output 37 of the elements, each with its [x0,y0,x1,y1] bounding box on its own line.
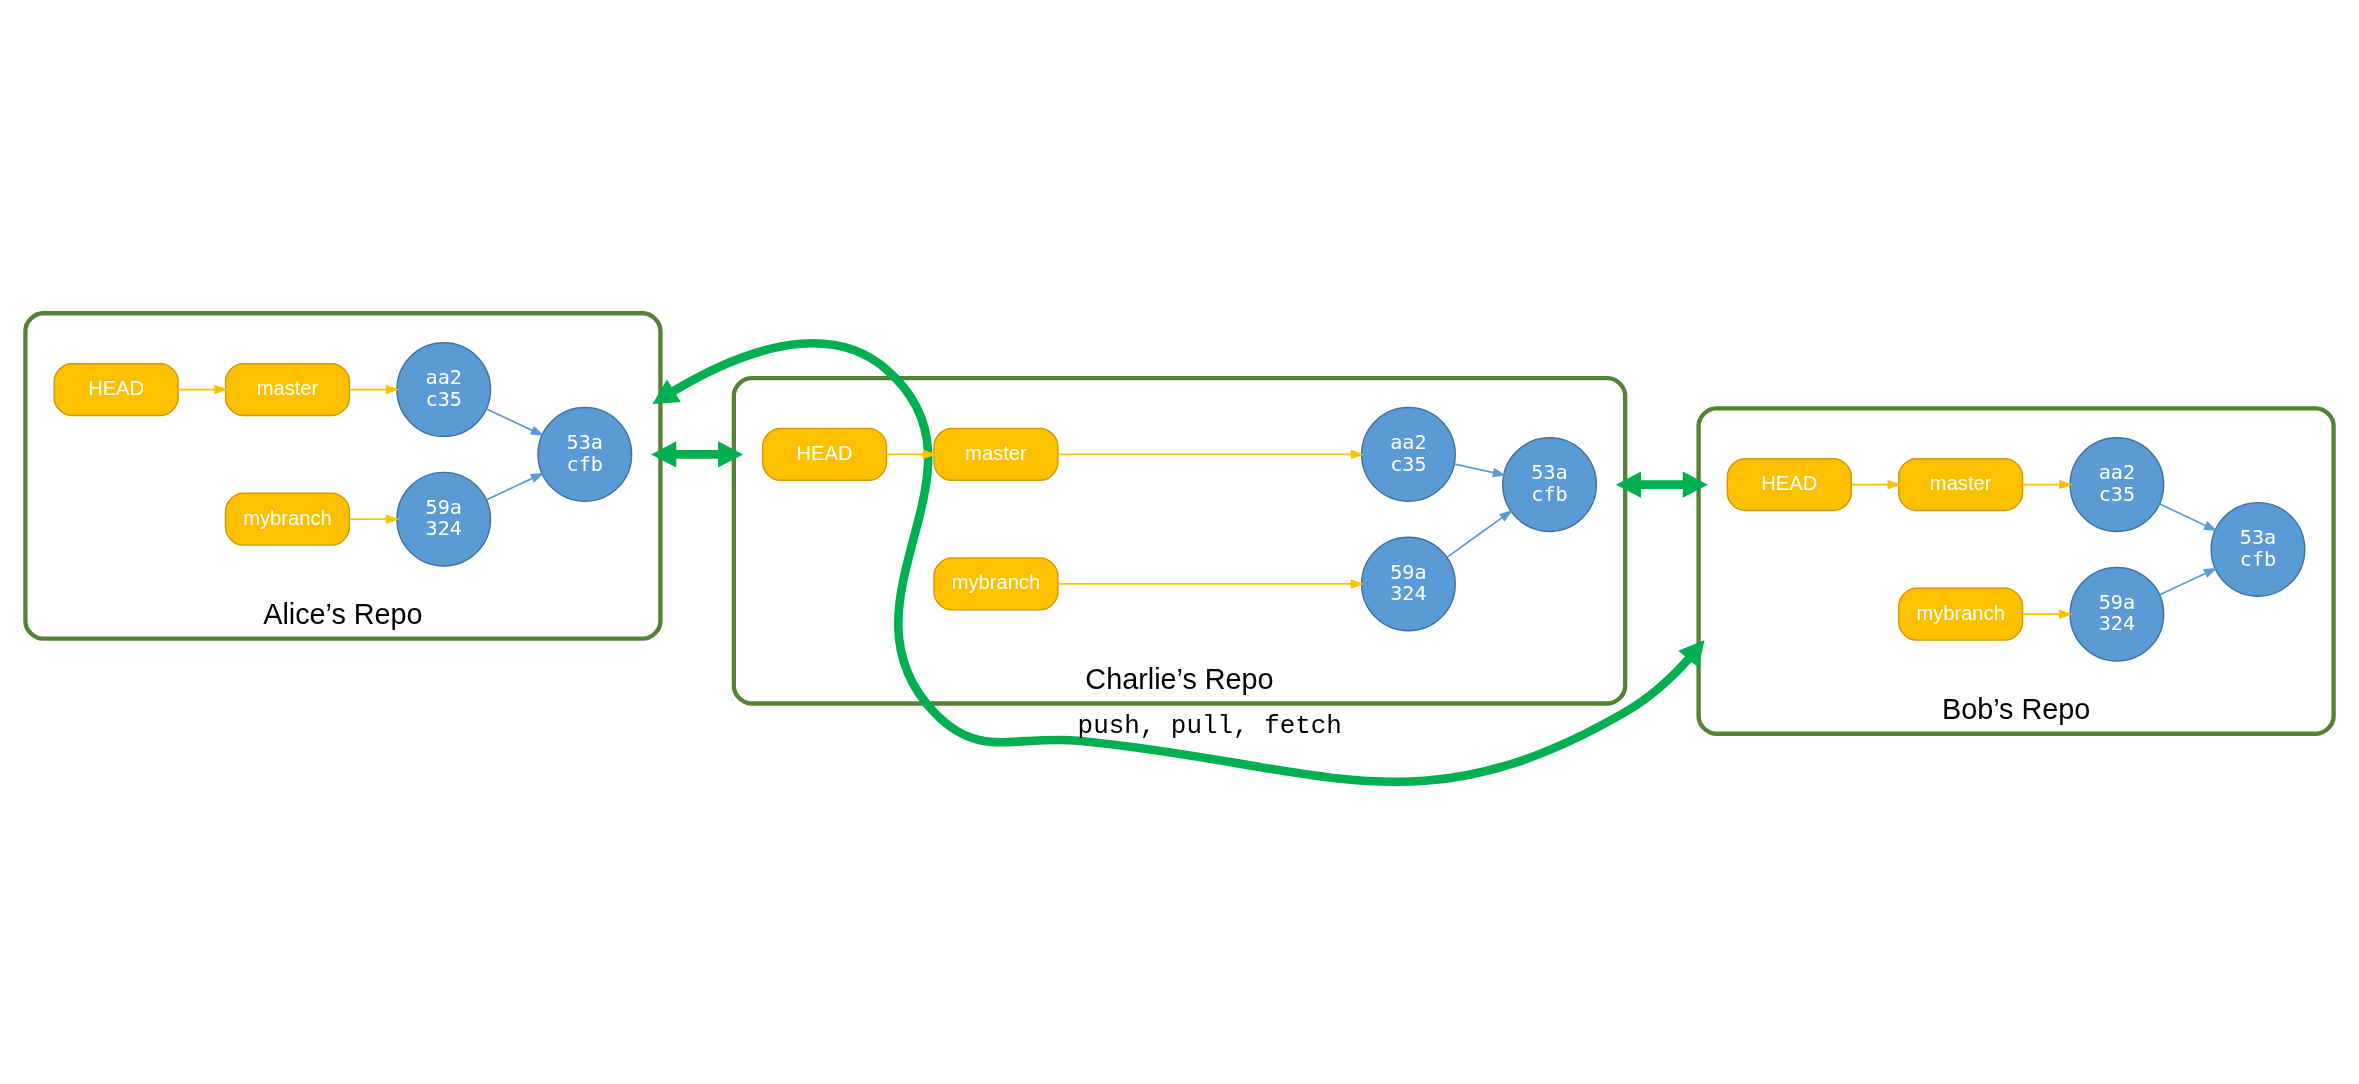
arrow [2158,503,2218,532]
node-box: mybranch [933,557,1059,611]
node-circle: 53a cfb [2210,501,2306,597]
node-circle: aa2 c35 [1360,406,1456,502]
arrow [348,514,400,524]
node-box: master [1898,458,2024,512]
node-box: mybranch [1898,587,2024,641]
arrow [1057,449,1365,460]
node-circle: aa2 c35 [2069,437,2165,533]
arrow [651,441,744,468]
node-circle: 59a 324 [1360,536,1456,632]
arrow [1446,510,1513,558]
arrow [1453,463,1507,478]
node-box: HEAD [1726,458,1852,512]
arrow [2021,479,2073,490]
arrow [485,472,545,501]
node-box: master [933,427,1059,482]
node-circle: 53a cfb [1502,437,1598,533]
node-circle: 59a 324 [396,471,492,567]
arrow [348,384,400,395]
arrow [1057,579,1365,589]
node-box: HEAD [761,427,888,482]
arrow [885,449,937,460]
arrow [1850,479,1902,490]
arrow [485,408,545,437]
node-circle: 59a 324 [2069,566,2165,662]
node-circle: 53a cfb [537,406,633,502]
node-box: mybranch [224,492,351,546]
node-box: master [224,362,351,417]
arrow [2021,609,2073,619]
node-circle: aa2 c35 [396,342,492,438]
arrow [2158,567,2218,596]
arrow [652,339,1705,786]
edge-label: push, pull, fetch [1077,710,1342,741]
node-box: HEAD [53,362,179,417]
arrow [177,384,228,395]
arrow [1615,471,1708,498]
